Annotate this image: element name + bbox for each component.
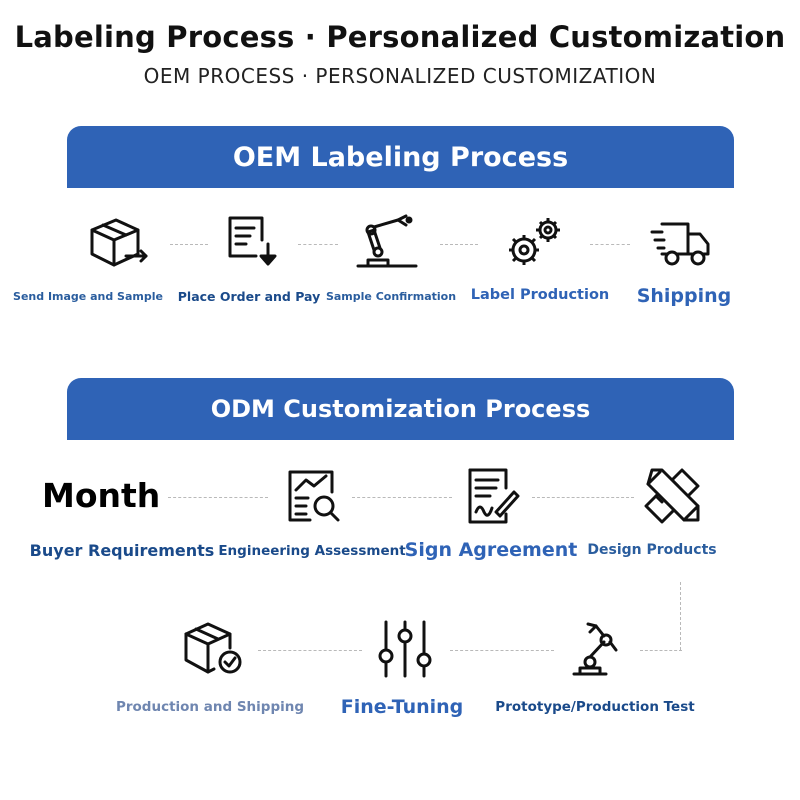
page-subtitle: OEM PROCESS · PERSONALIZED CUSTOMIZATION <box>143 64 657 88</box>
oem-step-label: Place Order and Pay <box>177 289 321 304</box>
odm-banner: ODM Customization Process <box>67 378 734 440</box>
connector-line <box>590 244 630 245</box>
odm-step-label: Fine-Tuning <box>340 696 464 718</box>
box-send-icon <box>86 210 152 276</box>
odm-step-label: Engineering Assessment <box>218 543 406 559</box>
oem-step-label: Label Production <box>470 287 610 303</box>
odm-step-label: Production and Shipping <box>115 699 305 715</box>
oem-banner-title: OEM Labeling Process <box>232 141 569 173</box>
connector-line <box>258 650 362 651</box>
month-text: Month <box>42 476 161 515</box>
oem-step-label: Sample Confirmation <box>325 290 457 303</box>
connector-line <box>352 497 452 498</box>
gears-icon <box>502 210 568 276</box>
connector-line <box>168 497 268 498</box>
oem-step-label: Send Image and Sample <box>13 290 163 303</box>
delivery-truck-icon <box>650 210 716 276</box>
robot-arm-icon <box>354 210 420 276</box>
odm-banner-title: ODM Customization Process <box>210 395 591 423</box>
page-title: Labeling Process · Personalized Customiz… <box>14 20 786 54</box>
connector-line <box>170 244 208 245</box>
connector-line <box>532 497 634 498</box>
odm-step-label: Sign Agreement <box>404 539 578 561</box>
connector-line <box>640 650 682 651</box>
document-search-icon <box>280 464 346 530</box>
oem-banner: OEM Labeling Process <box>67 126 734 188</box>
odm-step-label: Buyer Requirements <box>29 541 215 560</box>
slider-controls-icon <box>372 616 438 682</box>
odm-step-label: Design Products <box>587 542 717 558</box>
connector-line <box>450 650 554 651</box>
contract-sign-icon <box>458 464 524 530</box>
connector-line <box>680 582 681 650</box>
package-check-icon <box>180 616 246 682</box>
connector-line <box>440 244 478 245</box>
connector-line <box>298 244 338 245</box>
order-download-icon <box>218 210 284 276</box>
robot-arm-icon <box>566 616 632 682</box>
oem-step-label: Shipping <box>636 285 732 307</box>
ruler-pencil-icon <box>640 464 706 530</box>
odm-step-label: Prototype/Production Test <box>495 699 695 715</box>
